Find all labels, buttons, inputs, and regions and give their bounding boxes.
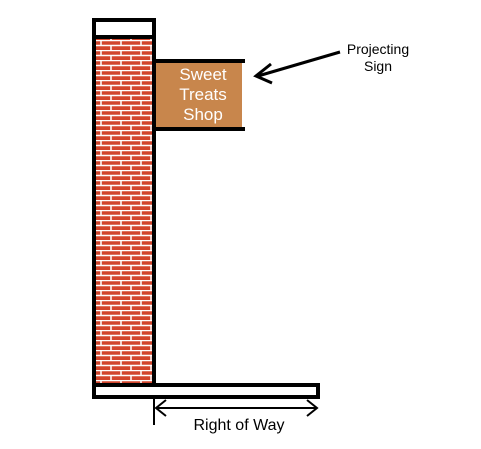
sign-text-line-2: Treats [179, 85, 227, 104]
right-of-way-label: Right of Way [194, 417, 285, 434]
sign-text-line-1: Sweet [179, 65, 227, 84]
wall-cap [92, 18, 156, 39]
callout-arrow [253, 50, 341, 85]
sign-board [156, 62, 242, 129]
arrowhead-right [306, 399, 319, 417]
callout-label-line-2: Sign [364, 58, 392, 74]
sign-text-line-3: Shop [183, 105, 223, 124]
right-of-way-dimension [153, 399, 319, 425]
building-wall [92, 18, 156, 387]
brick-wall [92, 35, 156, 387]
arrowhead-left [154, 399, 167, 417]
sidewalk-slab [92, 383, 320, 399]
callout-label-line-1: Projecting [347, 41, 409, 57]
projecting-sign: Sweet Treats Shop [156, 59, 245, 131]
